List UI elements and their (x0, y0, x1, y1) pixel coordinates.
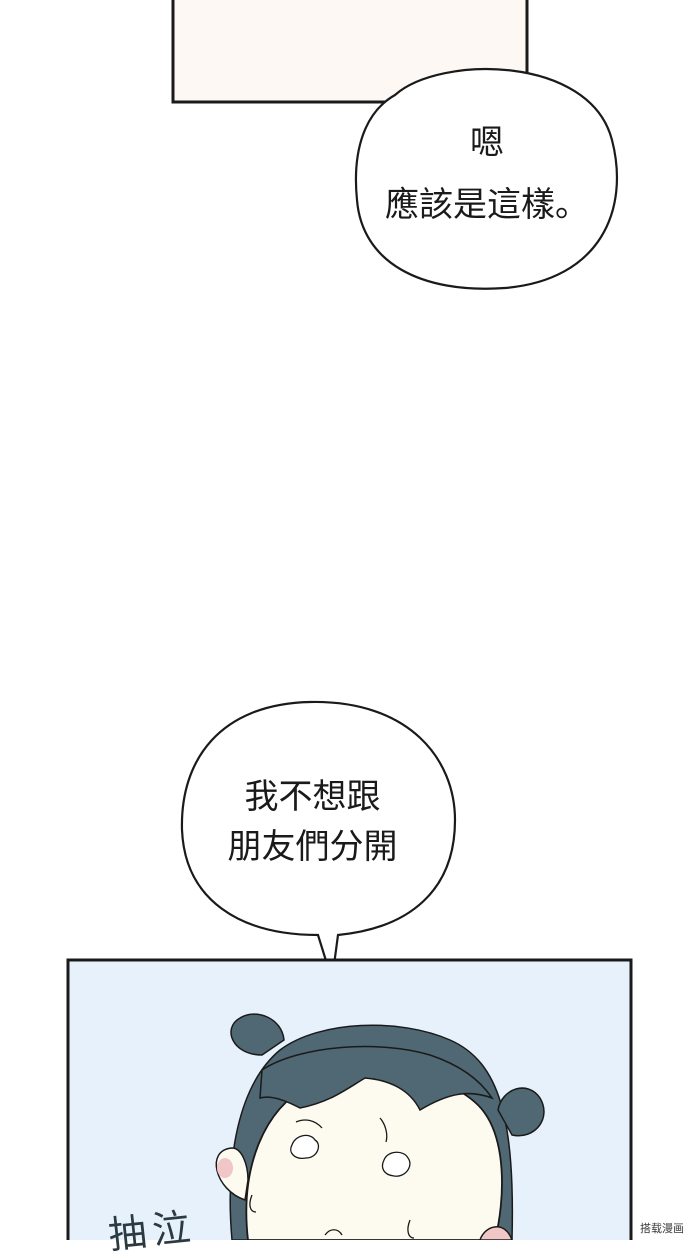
mouth (324, 1229, 343, 1236)
speech-bubble-middle-text: 我不想跟 朋友們分開 (185, 772, 440, 872)
crying-girl-character (215, 1013, 545, 1241)
speech-bubble-top (354, 68, 619, 290)
top-panel (171, 0, 529, 104)
bubble-middle-line-2: 朋友們分開 (227, 827, 398, 867)
hair-bun-left (230, 1013, 285, 1056)
hair-bun-right (497, 1087, 545, 1137)
teary-eye-right (381, 1151, 411, 1177)
bubble-top-line-1: 嗯 (470, 123, 504, 163)
tear-right (407, 1219, 415, 1239)
teary-eye-left (290, 1134, 320, 1159)
bubble-top-line-2: 應該是這樣。 (385, 185, 589, 225)
ear-left-blush (217, 1158, 233, 1178)
speech-bubble-top-text: 嗯 應該是這樣。 (362, 112, 612, 236)
sound-effect-text: 抽泣 (106, 1204, 199, 1258)
bubble-middle-line-1: 我不想跟 (244, 777, 381, 817)
watermark: 搭载漫画 (640, 1222, 684, 1235)
eyebrow-right (379, 1117, 388, 1143)
eyebrow-left (295, 1119, 323, 1129)
tear-left (249, 1194, 257, 1213)
hair-bangs (259, 1045, 494, 1112)
